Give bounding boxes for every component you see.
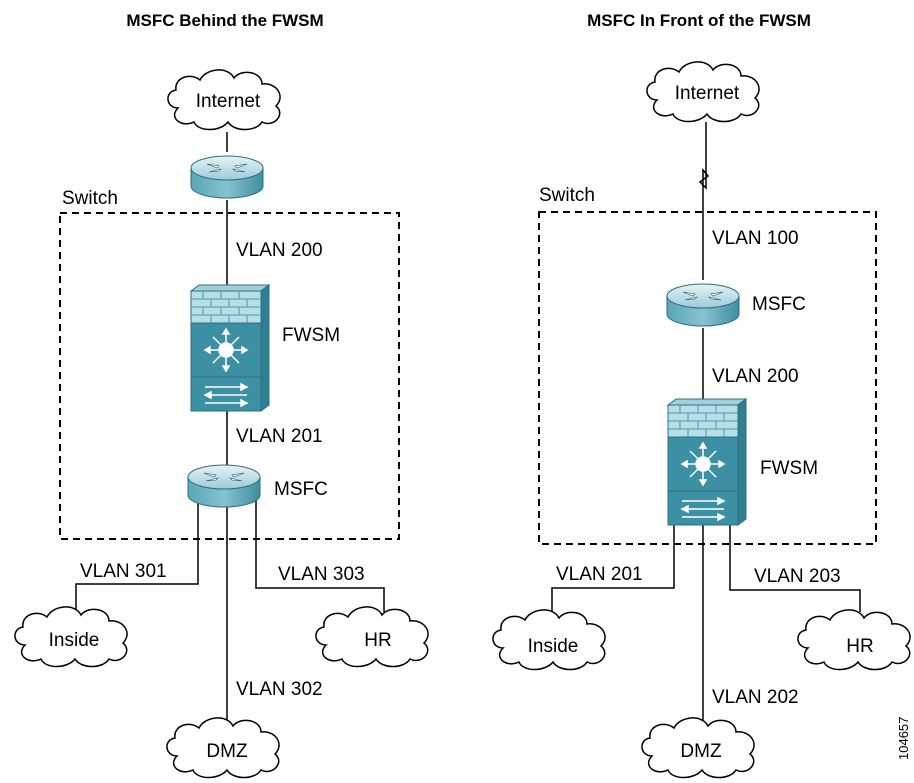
right-vlan-200: VLAN 200: [712, 366, 799, 387]
right-wire-vlan201: [551, 520, 675, 612]
left-msfc-label: MSFC: [274, 479, 328, 500]
left-vlan-301: VLAN 301: [80, 561, 167, 582]
right-switch-box: [538, 211, 877, 545]
left-vlan-201: VLAN 201: [236, 426, 323, 447]
right-hr-label: HR: [846, 636, 873, 657]
right-vlan-201: VLAN 201: [556, 564, 643, 585]
left-msfc-router-icon: [187, 464, 261, 508]
left-dmz-label: DMZ: [206, 741, 248, 762]
right-dmz-label: DMZ: [680, 741, 722, 762]
right-wire-vlan203: [729, 520, 861, 612]
left-internet-label: Internet: [196, 91, 261, 112]
right-vlan-202: VLAN 202: [712, 687, 799, 708]
right-wire-internet-msfc: [698, 122, 710, 280]
right-fwsm-icon: [667, 398, 747, 526]
left-switch-box: [59, 212, 400, 540]
right-fwsm-label: FWSM: [760, 458, 818, 479]
figure-id: 104657: [896, 717, 911, 760]
left-wire-vlan301: [75, 500, 199, 610]
right-msfc-router-icon: [666, 283, 740, 327]
left-vlan-200: VLAN 200: [236, 240, 323, 261]
left-vlan-303: VLAN 303: [278, 564, 365, 585]
left-edge-router-icon: [190, 155, 264, 199]
left-fwsm-label: FWSM: [282, 325, 340, 346]
left-title: MSFC Behind the FWSM: [126, 11, 323, 30]
left-switch-label: Switch: [62, 188, 118, 209]
left-hr-label: HR: [364, 630, 391, 651]
left-vlan-302: VLAN 302: [236, 679, 323, 700]
right-vlan-203: VLAN 203: [754, 566, 841, 587]
right-switch-label: Switch: [539, 185, 595, 206]
right-msfc-label: MSFC: [752, 294, 806, 315]
right-inside-label: Inside: [528, 636, 579, 657]
right-title: MSFC In Front of the FWSM: [587, 11, 811, 30]
left-fwsm-icon: [190, 284, 270, 412]
right-vlan-100: VLAN 100: [712, 228, 799, 249]
left-wire-vlan303: [255, 500, 385, 612]
right-internet-label: Internet: [675, 83, 740, 104]
left-inside-label: Inside: [49, 630, 100, 651]
